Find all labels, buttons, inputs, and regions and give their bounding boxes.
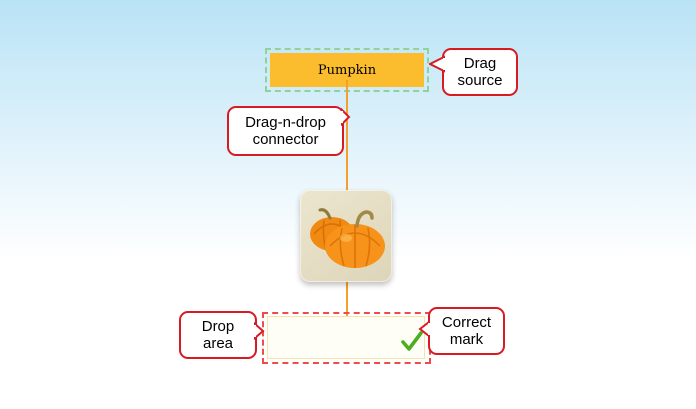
callout-drag-source-line2: source: [457, 72, 503, 89]
drag-source-label: Pumpkin: [317, 62, 377, 78]
callout-drop-area-line2: area: [202, 335, 234, 352]
callout-drop-area: Drop area: [179, 311, 257, 359]
check-icon: [401, 331, 423, 351]
callout-correct-mark-line1: Correct: [441, 314, 492, 331]
callout-connector-pointer: [340, 108, 351, 126]
callout-drop-area-line1: Drop: [201, 318, 235, 335]
callout-drag-source-pointer: [429, 55, 445, 73]
pumpkin-icon: [310, 208, 385, 268]
callout-drop-area-pointer: [253, 322, 265, 340]
callout-connector-line2: connector: [252, 131, 319, 148]
callout-connector: Drag-n-drop connector: [227, 106, 344, 156]
callout-connector-line1: Drag-n-drop: [245, 114, 326, 131]
callout-correct-mark-line2: mark: [449, 331, 484, 348]
pumpkin-image-tile: [300, 190, 392, 282]
callout-correct-mark: Correct mark: [428, 307, 505, 355]
callout-drag-source-line1: Drag: [463, 55, 497, 72]
callout-drag-source: Drag source: [442, 48, 518, 96]
drop-area[interactable]: [267, 316, 425, 359]
callout-correct-mark-pointer: [418, 320, 430, 338]
